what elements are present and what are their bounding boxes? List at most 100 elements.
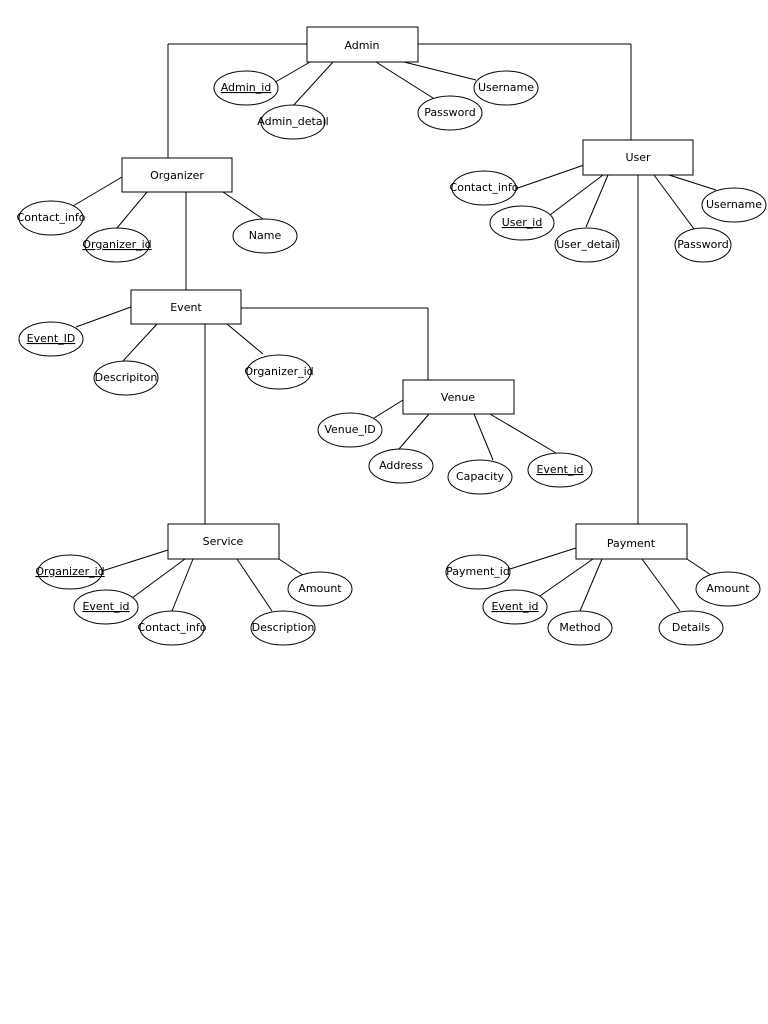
attribute-label: Event_id [536,463,583,476]
attribute-label: Event_ID [27,332,76,345]
service-attr-line [278,558,304,576]
entity-label: Event [170,301,202,314]
entity-organizer: Organizer [121,157,233,193]
attribute-user-detail: User_detail [554,227,620,263]
attribute-label: Event_id [491,600,538,613]
entity-label: Payment [607,537,656,550]
attribute-admin-password: Password [417,95,483,131]
attribute-ellipse [701,187,767,223]
attribute-label: Details [672,621,710,634]
attribute-ellipse [451,170,517,206]
attribute-label: Password [677,238,728,251]
service-attr-line [236,558,273,612]
attribute-payment-method: Method [547,610,613,646]
attribute-ellipse [287,571,353,607]
entity-label: User [625,151,651,164]
service-attr-line [171,558,194,612]
admin-attr-line [291,61,334,108]
attribute-venue-address: Address [368,448,434,484]
entity-service: Service [167,523,280,560]
attribute-label: User_detail [556,238,618,251]
attribute-label: Payment_id [446,565,510,578]
attribute-admin-id: Admin_id [213,70,279,106]
connector-lines [72,43,717,612]
attribute-service-event-id: Event_id [73,589,139,625]
attribute-label: Name [249,229,282,242]
user-attr-line [585,174,609,228]
attribute-label: Amount [298,582,342,595]
organizer-attr-line [72,176,123,207]
attribute-ellipse [232,218,298,254]
attribute-ellipse [213,70,279,106]
attribute-label: Method [559,621,600,634]
attribute-ellipse [250,610,316,646]
attribute-payment-event-id: Event_id [482,589,548,625]
attribute-label: Capacity [456,470,505,483]
attribute-event-id: Event_ID [18,321,84,357]
attribute-ellipse [447,459,513,495]
attribute-event-organizer-id: Organizer_id [244,354,314,390]
user-attr-line [545,174,604,219]
attribute-label: Event_id [82,600,129,613]
attribute-ellipse [84,227,150,263]
admin-attr-line [375,61,434,99]
attribute-user-id: User_id [489,205,555,241]
entity-payment: Payment [575,523,688,560]
attribute-service-amount: Amount [287,571,353,607]
attribute-ellipse [473,70,539,106]
attribute-label: Admin_id [221,81,272,94]
entity-box [582,139,694,176]
attribute-ellipse [547,610,613,646]
admin-attr-line [271,61,311,85]
entity-box [402,379,515,415]
attribute-user-contact-info: Contact_info [450,170,519,206]
payment-attr-line [509,547,577,570]
attribute-ellipse [37,554,103,590]
user-attr-line [668,174,717,191]
entity-label: Admin [344,39,379,52]
attribute-label: Venue_ID [324,423,375,436]
attribute-ellipse [73,589,139,625]
payment-attr-line [641,558,681,612]
attribute-ellipse [527,452,593,488]
attribute-ellipse [482,589,548,625]
user-attr-line [653,174,695,230]
venue-attr-line [398,413,430,450]
attribute-ellipse [674,227,732,263]
attribute-payment-id: Payment_id [445,554,511,590]
attribute-venue-id: Venue_ID [317,412,383,448]
attribute-ellipse [18,321,84,357]
attribute-label: Organizer_id [82,238,151,251]
organizer-attr-line [116,191,148,229]
entity-venue: Venue [402,379,515,415]
attribute-ellipse [368,448,434,484]
venue-attr-line [373,399,404,419]
venue-attr-line [489,413,557,454]
user-attr-line [514,164,585,190]
entity-label: Venue [441,391,475,404]
attribute-ellipse [317,412,383,448]
payment-attr-line [579,558,603,612]
attribute-label: Contact_info [17,211,86,224]
entity-label: Service [203,535,244,548]
attribute-label: User_id [502,216,543,229]
attribute-user-password: Password [674,227,732,263]
attribute-label: Contact_info [450,181,519,194]
attribute-ellipse [18,200,84,236]
attribute-label: Username [478,81,534,94]
attribute-label: Password [424,106,475,119]
entity-box [167,523,280,560]
attribute-label: Organizer_id [244,365,313,378]
attribute-ellipse [417,95,483,131]
attribute-organizer-contact-info: Contact_info [17,200,86,236]
entity-label: Organizer [150,169,204,182]
attribute-label: Organizer_id [35,565,104,578]
attribute-service-description: Description [250,610,316,646]
attribute-label: Admin_detail [257,115,328,128]
attribute-organizer-id: Organizer_id [82,227,152,263]
attribute-ellipse [695,571,761,607]
attribute-label: Contact_info [138,621,207,634]
attribute-label: Descripiton [95,371,158,384]
payment-attr-line [686,558,712,576]
attribute-ellipse [554,227,620,263]
